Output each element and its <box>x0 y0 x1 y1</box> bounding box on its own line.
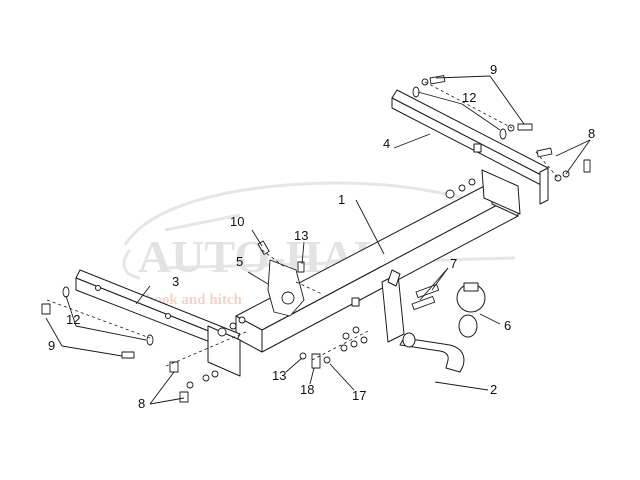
callout-labels: 1 2 3 4 5 6 7 8 8 9 9 10 12 12 13 13 17 … <box>48 62 595 411</box>
tow-ball <box>456 282 486 313</box>
callout-label-13-upper: 13 <box>294 228 308 243</box>
callout-label-2: 2 <box>490 382 497 397</box>
callout-label-12-left: 12 <box>66 312 80 327</box>
left-side-bracket <box>75 269 241 377</box>
callout-label-6: 6 <box>504 318 511 333</box>
callout-label-13-lower: 13 <box>272 368 286 383</box>
right-side-bracket <box>391 89 549 215</box>
callout-label-3: 3 <box>172 274 179 289</box>
watermark-car-outline <box>122 181 516 280</box>
electric-socket-plate <box>267 259 305 317</box>
tow-hook-arm <box>399 314 478 373</box>
callout-label-5: 5 <box>236 254 243 269</box>
watermark-tagline: hook and hitch <box>146 292 243 308</box>
callout-label-1: 1 <box>338 192 345 207</box>
callout-label-17: 17 <box>352 388 366 403</box>
ball-mount-plate <box>351 269 405 343</box>
callout-label-9-left: 9 <box>48 338 55 353</box>
callout-label-10: 10 <box>230 214 244 229</box>
callout-label-8-left: 8 <box>138 396 145 411</box>
callout-label-18: 18 <box>300 382 314 397</box>
callout-label-8-right: 8 <box>588 126 595 141</box>
callout-label-4: 4 <box>383 136 390 151</box>
callout-label-9-top: 9 <box>490 62 497 77</box>
leader-lines <box>45 75 591 405</box>
callout-label-12-top: 12 <box>462 90 476 105</box>
callout-label-7: 7 <box>450 256 457 271</box>
assembly-dashes <box>46 81 559 367</box>
